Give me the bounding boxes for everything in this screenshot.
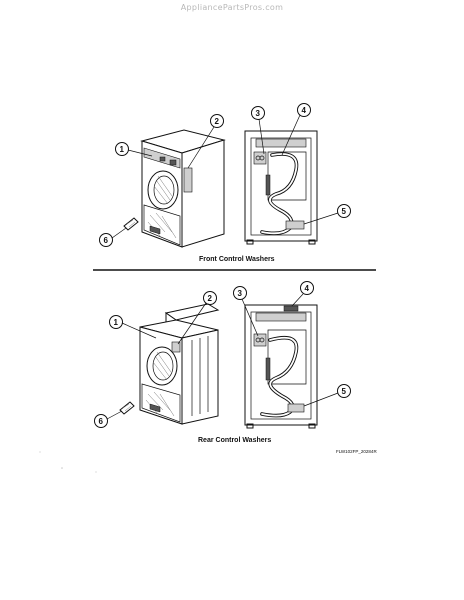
figure-code: FLW102FP_20284R <box>336 449 377 454</box>
rear-callout-5: 5 <box>303 384 351 407</box>
rear-callout-2: 2 <box>177 291 217 345</box>
rear-callout-3-label: 3 <box>238 289 243 298</box>
watermark: AppliancePartsPros.com <box>180 3 284 12</box>
rear-callout-1-label: 1 <box>114 318 119 327</box>
front-control-washer-rear-view <box>244 130 318 245</box>
rear-callout-5-label: 5 <box>342 387 347 396</box>
front-callout-1: 1 <box>115 142 153 157</box>
rear-callout-2-label: 2 <box>208 294 213 303</box>
scan-specks <box>39 451 97 473</box>
front-callout-3-label: 3 <box>256 109 261 118</box>
front-callout-5-label: 5 <box>342 207 347 216</box>
front-callout-6-label: 6 <box>104 236 109 245</box>
front-callout-5: 5 <box>303 204 351 225</box>
front-callout-4: 4 <box>281 103 311 156</box>
front-control-caption: Front Control Washers <box>199 256 275 263</box>
rear-control-caption: Rear Control Washers <box>198 437 271 444</box>
front-callout-3: 3 <box>251 106 265 155</box>
front-callout-6: 6 <box>99 227 127 247</box>
rear-callout-4-label: 4 <box>305 284 310 293</box>
front-callout-2: 2 <box>187 114 224 169</box>
rear-part-6-bracket <box>119 401 135 415</box>
front-callout-2-label: 2 <box>215 117 220 126</box>
rear-callout-6: 6 <box>94 410 123 428</box>
rear-control-washer-front-view <box>139 303 220 425</box>
front-callout-1-label: 1 <box>120 145 125 154</box>
rear-callout-6-label: 6 <box>99 417 104 426</box>
rear-callout-4: 4 <box>291 281 314 307</box>
front-control-washer-front-view <box>140 129 226 248</box>
rear-callout-1: 1 <box>109 315 157 339</box>
front-part-6-bracket <box>123 217 139 231</box>
rear-control-washer-rear-view <box>244 304 318 429</box>
rear-callout-3: 3 <box>233 286 259 337</box>
front-callout-4-label: 4 <box>302 106 307 115</box>
